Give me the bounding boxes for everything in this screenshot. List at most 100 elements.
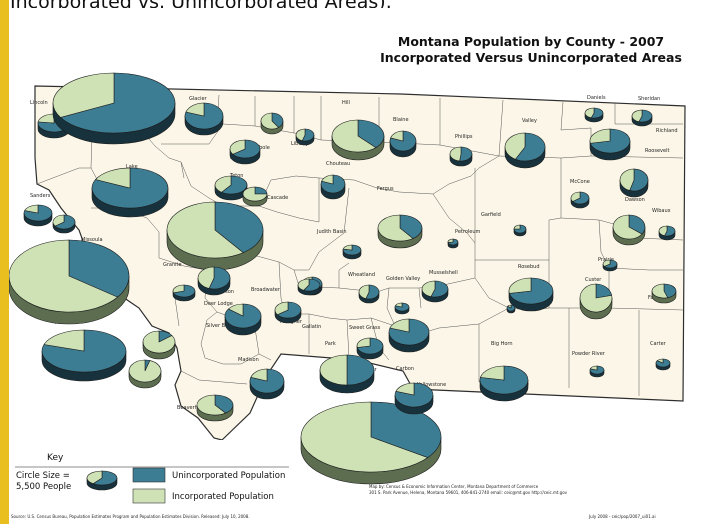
- pie-sanders: [23, 204, 53, 227]
- pie-slice-incorporated: [43, 329, 85, 352]
- pie-blaine: [389, 130, 417, 158]
- pie-slice-incorporated: [196, 394, 227, 416]
- county-label-chouteau: Chouteau: [326, 161, 350, 167]
- pie-toole: [260, 112, 284, 135]
- pie-slice-unincorporated: [357, 119, 385, 149]
- pie-glacier: [184, 102, 224, 136]
- legend-title: Key: [47, 453, 64, 463]
- pie-jefferson: [224, 303, 262, 336]
- left-accent-bar: [0, 0, 9, 524]
- county-label-sheridan: Sheridan: [638, 96, 660, 102]
- county-label-cascade: Cascade: [267, 195, 288, 201]
- pie-slice-incorporated: [579, 283, 613, 313]
- pie-slice-incorporated: [297, 278, 310, 291]
- map-title-line1: Montana Population by County - 2007: [398, 34, 664, 49]
- county-label-silver-bow: Silver Bow: [206, 323, 232, 329]
- pie-judith-basin: [342, 244, 362, 260]
- pie-slice-incorporated: [358, 284, 370, 300]
- county-label-teton: Teton: [229, 173, 243, 179]
- pie-slice-unincorporated: [214, 394, 234, 414]
- pie-chouteau: [320, 174, 346, 200]
- pie-slice-unincorporated: [214, 201, 264, 253]
- pie-slice-incorporated: [95, 167, 131, 189]
- pie-slice-unincorporated: [572, 191, 590, 205]
- county-label-broadwater: Broadwater: [251, 287, 281, 293]
- pie-slice-unincorporated: [303, 278, 321, 292]
- pie-liberty: [295, 128, 315, 146]
- county-label-big-horn: Big Horn: [491, 341, 513, 347]
- pie-slice-unincorporated: [514, 132, 546, 162]
- source-note: Source: U.S. Census Bureau, Population E…: [11, 514, 250, 519]
- county-label-prairie: Prairie: [598, 257, 614, 263]
- pie-slice-incorporated: [242, 186, 268, 202]
- county-label-rosebud: Rosebud: [518, 264, 540, 270]
- pie-legend-sample: [86, 470, 118, 491]
- pie-teton: [214, 175, 248, 201]
- state-outline: [34, 85, 686, 441]
- map-title-line2: Incorporated Versus Unincorporated Areas: [380, 50, 682, 65]
- county-label-yellowstone: Yellowstone: [416, 382, 446, 388]
- pie-slice-incorporated: [377, 214, 414, 242]
- county-label-dawson: Dawson: [625, 197, 645, 203]
- pie-powder-river: [589, 365, 605, 378]
- pie-sweet-grass: [356, 337, 384, 360]
- county-label-roosevelt: Roosevelt: [645, 148, 669, 154]
- pie-richland: [619, 168, 649, 198]
- pie-wheatland: [358, 284, 380, 304]
- pie-wibaux: [658, 225, 676, 241]
- pie-slice-incorporated: [86, 470, 103, 484]
- pie-slice-incorporated: [658, 225, 668, 237]
- pie-slice-incorporated: [421, 280, 436, 297]
- pie-slice-incorporated: [389, 318, 410, 333]
- county-label-toole: Toole: [256, 145, 270, 151]
- pie-slice-unincorporated: [68, 239, 130, 298]
- pie-dawson: [612, 214, 646, 246]
- pie-slice-incorporated: [321, 174, 334, 185]
- pie-slice-incorporated: [390, 130, 404, 142]
- county-label-park: Park: [325, 341, 336, 347]
- pie-slice-incorporated: [508, 277, 532, 294]
- county-label-carter: Carter: [650, 341, 667, 347]
- pie-slice-unincorporated: [399, 214, 423, 239]
- county-label-custer: Custer: [585, 277, 602, 283]
- county-label-granite: Granite: [163, 262, 182, 268]
- pie-daniels: [584, 107, 604, 123]
- county-label-sweet-grass: Sweet Grass: [349, 325, 381, 331]
- pie-slice-unincorporated: [271, 112, 284, 128]
- pie-prairie: [602, 259, 618, 272]
- county-label-missoula: Missoula: [81, 237, 103, 243]
- pie-carter: [655, 358, 671, 371]
- pie-pondera: [229, 139, 261, 165]
- county-label-carbon: Carbon: [396, 366, 414, 372]
- pie-slice-incorporated: [619, 168, 635, 191]
- date-note: July 2008 - ceic/pop/2007_ui01.ai: [588, 514, 656, 519]
- county-label-judith-basin: Judith Basin: [316, 229, 347, 235]
- pie-slice-incorporated: [589, 365, 598, 371]
- county-label-petroleum: Petroleum: [455, 229, 481, 235]
- pie-silver-bow: [128, 359, 162, 389]
- pie-slice-incorporated: [172, 284, 185, 294]
- pie-sheridan: [631, 109, 653, 127]
- pie-hill: [331, 119, 385, 161]
- pie-slice-incorporated: [227, 303, 244, 317]
- pie-slice-incorporated: [651, 283, 669, 299]
- pie-fallon: [651, 283, 677, 304]
- county-label-mccone: McCone: [570, 179, 590, 185]
- county-label-powder-river: Powder River: [572, 351, 606, 357]
- pie-slice-incorporated: [300, 401, 429, 473]
- pie-cascade: [242, 186, 268, 207]
- legend-circle-size-value: 5,500 People: [16, 482, 71, 492]
- pie-broadwater: [274, 301, 302, 324]
- pie-slice-incorporated: [274, 301, 289, 316]
- pie-slice-incorporated: [24, 204, 39, 214]
- pie-slice-incorporated: [584, 107, 595, 119]
- pie-flathead: [52, 72, 176, 145]
- pie-slice-incorporated: [656, 358, 664, 364]
- pie-beaverhead: [196, 394, 234, 422]
- pie-slice-unincorporated: [370, 401, 442, 458]
- pie-slice-incorporated: [612, 214, 643, 240]
- county-label-glacier: Glacier: [189, 96, 208, 102]
- county-label-daniels: Daniels: [587, 95, 606, 101]
- pie-slice-incorporated: [631, 109, 643, 123]
- pie-custer: [579, 283, 613, 320]
